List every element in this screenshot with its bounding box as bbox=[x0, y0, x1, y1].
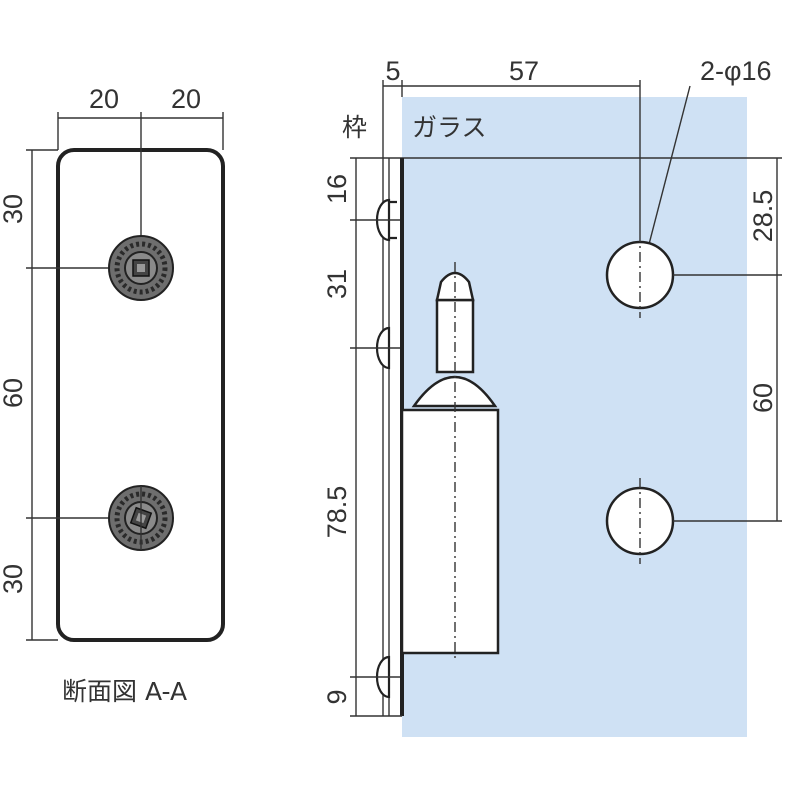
frame-label: 枠 bbox=[342, 113, 367, 142]
elev-dim-28-5: 28.5 bbox=[748, 190, 778, 243]
elev-dim-5: 5 bbox=[385, 56, 400, 86]
section-dim-top-right: 20 bbox=[171, 84, 201, 114]
section-dim-top-left: 20 bbox=[89, 84, 119, 114]
elevation-view: 枠 ガラス 5 57 2-φ16 16 31 78.5 9 bbox=[322, 56, 782, 737]
elev-dim-57: 57 bbox=[509, 56, 539, 86]
section-dim-left-1: 30 bbox=[0, 194, 28, 224]
elev-dim-31: 31 bbox=[322, 269, 352, 299]
elev-dim-16: 16 bbox=[322, 174, 352, 204]
section-fastener-upper bbox=[108, 235, 174, 301]
section-dim-left-2: 60 bbox=[0, 378, 28, 408]
glass-hole-lower bbox=[605, 478, 675, 564]
hinge-pin bbox=[400, 262, 500, 660]
elev-dim-78-5: 78.5 bbox=[322, 486, 352, 539]
section-caption: 断面図 A-A bbox=[62, 677, 187, 706]
glass-label: ガラス bbox=[412, 113, 487, 142]
elev-dim-9: 9 bbox=[322, 689, 352, 704]
section-dim-left-3: 30 bbox=[0, 564, 28, 594]
elev-dim-60: 60 bbox=[748, 383, 778, 413]
section-view: 20 20 30 60 30 断面図 A-A bbox=[0, 84, 225, 706]
elev-dim-holes: 2-φ16 bbox=[700, 56, 772, 86]
